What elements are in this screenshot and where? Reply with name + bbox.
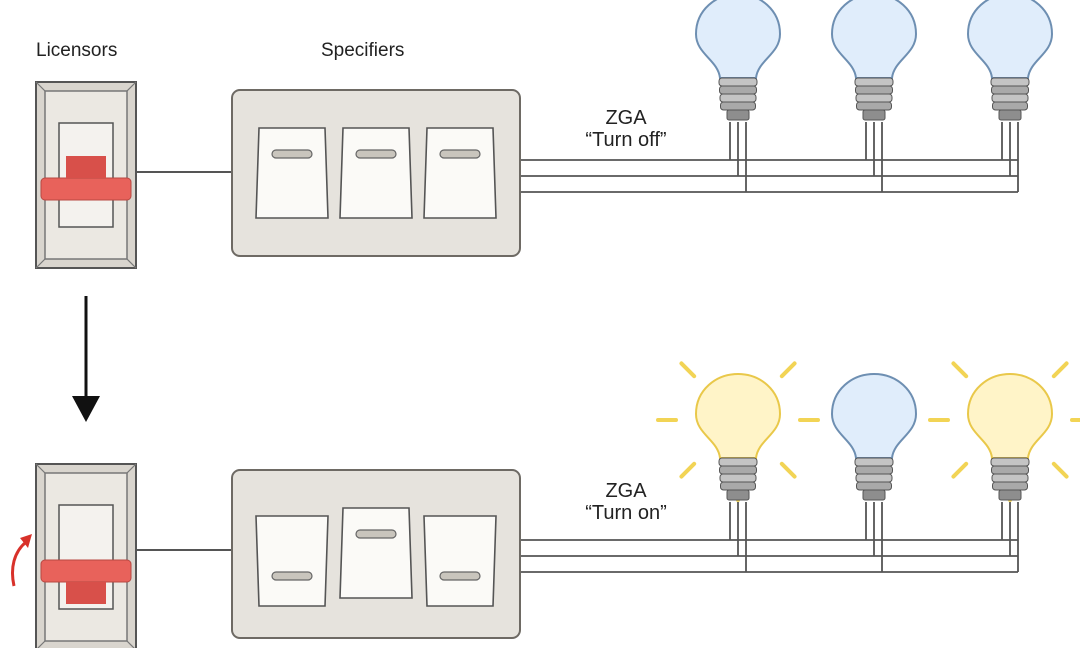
bevel-line [126,463,137,474]
rocker-indicator [271,571,313,581]
device-layer [35,0,1080,648]
bevel-line [35,463,46,474]
rocker-switch-2 [339,127,413,219]
light-bulb-1-off [694,0,782,121]
bulb-base-thread [991,473,1029,483]
bulb-base-thread [991,465,1029,475]
bulb-base-thread [720,101,756,111]
light-ray [951,461,969,479]
bulb-base-thread [719,85,757,95]
rocker-indicator [439,149,481,159]
bulb-base-thread [992,101,1028,111]
bulb-base-thread [991,93,1029,103]
rocker-body [423,127,497,219]
bulb-glass [966,372,1054,459]
rocker-switch-1 [255,127,329,219]
licensor-lever-bar [40,559,132,583]
bulb-base-contact [862,489,886,501]
rocker-indicator [439,571,481,581]
bulb-glass [966,0,1054,79]
rocker-body [339,127,413,219]
bulb-base-thread [855,465,893,475]
bulb-base-thread [855,93,893,103]
bevel-line [35,258,46,269]
light-ray [679,461,697,479]
bulb-base-thread [719,473,757,483]
light-ray [779,461,797,479]
bulb-base-thread [855,85,893,95]
rocker-indicator [271,149,313,159]
bulb-base-thread [718,457,758,467]
specifier-panel-off [231,89,521,257]
rocker-body [255,515,329,607]
light-bulb-1-on [656,361,820,502]
bulb-base-contact [726,109,750,121]
licensor-lever-tab [66,582,106,604]
bulb-base-thread [992,481,1028,491]
bulb-base-thread [719,465,757,475]
rocker-switch-3 [423,127,497,219]
bulb-base-thread [855,473,893,483]
light-bulb-2-off [830,372,918,501]
bulb-glass [694,0,782,79]
bulb-base-thread [854,77,894,87]
bulb-glass [830,0,918,79]
licensor-switch-on [35,463,137,648]
bulb-base-thread [856,481,892,491]
light-ray [779,361,797,379]
bevel-line [126,258,137,269]
rocker-indicator [355,149,397,159]
licensors-label: Licensors [36,40,117,61]
bevel-line [126,81,137,92]
bevel-line [126,640,135,648]
light-bulb-2-off [830,0,918,121]
rocker-body [255,127,329,219]
zga-label-top: ZGA [605,107,647,129]
zga-message-top: “Turn off” [585,129,666,151]
licensor-lever-bar [40,177,132,201]
wire-layer [136,122,1019,573]
light-ray [679,361,697,379]
flip-curved-arrow [11,534,32,587]
light-ray [951,361,969,379]
rocker-indicator [355,529,397,539]
specifier-panel-on [231,469,521,639]
bevel-line [35,81,46,92]
specifiers-label: Specifiers [321,40,404,61]
bulb-base-thread [719,93,757,103]
light-bulb-3-on [928,361,1080,502]
bulb-base-contact [998,489,1022,501]
bulb-base-contact [862,109,886,121]
rocker-switch-3 [423,515,497,607]
bulb-base-thread [720,481,756,491]
licensor-lever-tab [66,156,106,178]
bulb-base-thread [990,457,1030,467]
zga-label-bottom: ZGA [605,480,647,502]
bulb-base-thread [718,77,758,87]
state-transition-arrow [72,296,100,422]
light-ray [1051,361,1069,379]
bulb-base-thread [854,457,894,467]
zga-message-bottom: “Turn on” [585,502,667,524]
bulb-base-thread [991,85,1029,95]
bevel-line [37,640,46,648]
rocker-body [423,515,497,607]
bulb-base-contact [726,489,750,501]
licensor-switch-off [35,81,137,269]
bulb-glass [830,372,918,459]
bulb-base-thread [990,77,1030,87]
light-ray [1051,461,1069,479]
rocker-switch-2 [339,507,413,599]
rocker-switch-1 [255,515,329,607]
bulb-glass [694,372,782,459]
light-bulb-3-off [966,0,1054,121]
bulb-base-thread [856,101,892,111]
bulb-base-contact [998,109,1022,121]
rocker-body [339,507,413,599]
